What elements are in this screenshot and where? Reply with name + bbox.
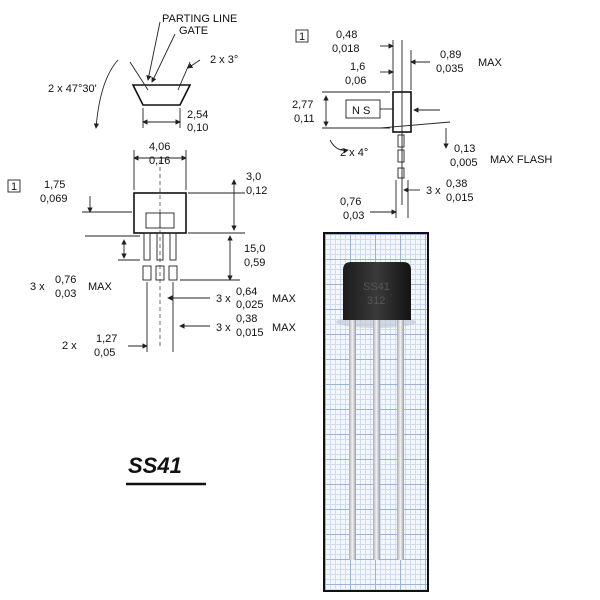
stub-mm: 0,76 — [55, 274, 76, 286]
transistor-illustration: SS41 312 — [336, 262, 416, 560]
parting-line-leader — [146, 21, 161, 81]
lead-length-mm: 15,0 — [244, 243, 265, 255]
gate-label: GATE — [179, 25, 208, 37]
lead-right — [169, 232, 177, 261]
lead-thick-suffix: MAX — [272, 322, 297, 334]
lead-width-suffix: MAX — [272, 293, 297, 305]
angle-line-left — [129, 61, 149, 91]
photo-lead-right — [397, 320, 404, 560]
body-height-mm: 3,0 — [246, 171, 261, 183]
pitch-in: 0,05 — [94, 347, 115, 359]
side-view-marker: 1 — [299, 31, 305, 43]
component-photo: SS41 312 — [323, 232, 429, 592]
pitch-prefix: 2 x — [62, 340, 77, 352]
small-angle-label: 2 x 3° — [210, 54, 238, 66]
flash-mm: 0,13 — [454, 143, 475, 155]
top-thick-mm: 0,48 — [336, 29, 357, 41]
gate-leader — [151, 33, 176, 83]
ns-label: N S — [352, 105, 370, 117]
side-lead-mm: 0,38 — [446, 178, 467, 190]
stub-suffix: MAX — [88, 281, 113, 293]
bottom-in: 0,03 — [343, 210, 364, 222]
parting-line-label: PARTING LINE — [162, 13, 237, 25]
base-in: 0,069 — [40, 193, 68, 205]
part-name: SS41 — [128, 453, 182, 478]
lead-width-in: 0,025 — [236, 299, 264, 311]
top-thick-in: 0,018 — [332, 43, 360, 55]
lead-left — [143, 232, 151, 261]
side-view: 1 N S 0,48 0,018 1,6 0,06 0,89 0,035 MAX… — [292, 29, 552, 222]
side-angle-ref — [379, 121, 451, 129]
side-lead-2 — [397, 149, 405, 163]
large-angle-label: 2 x 47°30' — [48, 83, 97, 95]
max-depth-in: 0,035 — [436, 63, 464, 75]
lead-thick-mm: 0,38 — [236, 313, 257, 325]
sensor-mm: 2,77 — [292, 99, 313, 111]
pitch-mm: 1,27 — [96, 333, 117, 345]
top-view: PARTING LINE GATE 2 x 3° 2 x 47°30' 2,54… — [48, 13, 238, 134]
side-lead-3 — [397, 167, 405, 179]
photo-body — [343, 262, 411, 320]
base-mm: 1,75 — [44, 179, 65, 191]
front-view-marker-box — [7, 179, 21, 193]
bottom-mm: 0,76 — [340, 196, 361, 208]
sensor-in: 0,11 — [294, 113, 315, 125]
part-name-group: SS41 — [126, 453, 206, 486]
photo-lead-left — [349, 320, 356, 560]
lead-thick-in: 0,015 — [236, 327, 264, 339]
lead-thick-prefix: 3 x — [216, 322, 231, 334]
lead-width-mm: 0,64 — [236, 286, 257, 298]
stub-in: 0,03 — [55, 288, 76, 300]
width-in: 0,10 — [187, 122, 208, 134]
side-lead-in: 0,015 — [446, 192, 474, 204]
body-height-in: 0,12 — [246, 185, 267, 197]
lead-length-in: 0,59 — [244, 257, 265, 269]
body-depth-mm: 1,6 — [350, 61, 365, 73]
side-view-marker-box — [295, 29, 309, 43]
lead-left-lower — [142, 265, 152, 281]
body-width-in: 0,16 — [149, 155, 170, 167]
lead-right-lower — [168, 265, 178, 281]
side-lead-prefix: 3 x — [426, 185, 441, 197]
small-angle-leader — [187, 59, 201, 69]
front-view: 1 4,06 0,16 3,0 0,12 1,75 0,069 15,0 0,5… — [7, 141, 297, 359]
side-angle-label: 2 x 4° — [340, 147, 368, 159]
body-width-mm: 4,06 — [149, 141, 170, 153]
max-depth-mm: 0,89 — [440, 49, 461, 61]
top-view-body — [131, 84, 192, 106]
photo-marking-1: SS41 — [363, 281, 390, 293]
stub-prefix: 3 x — [30, 281, 45, 293]
front-view-marker: 1 — [11, 181, 17, 193]
large-angle-arc — [93, 59, 119, 129]
width-mm: 2,54 — [187, 109, 208, 121]
max-depth-suffix: MAX — [478, 57, 503, 69]
flash-in: 0,005 — [450, 157, 478, 169]
side-lead-1 — [397, 134, 405, 148]
lead-width-prefix: 3 x — [216, 293, 231, 305]
side-angle-arc — [329, 139, 349, 154]
photo-marking-2: 312 — [367, 295, 385, 307]
flash-suffix: MAX FLASH — [490, 154, 552, 166]
photo-lead-mid — [373, 320, 380, 560]
body-depth-in: 0,06 — [345, 75, 366, 87]
